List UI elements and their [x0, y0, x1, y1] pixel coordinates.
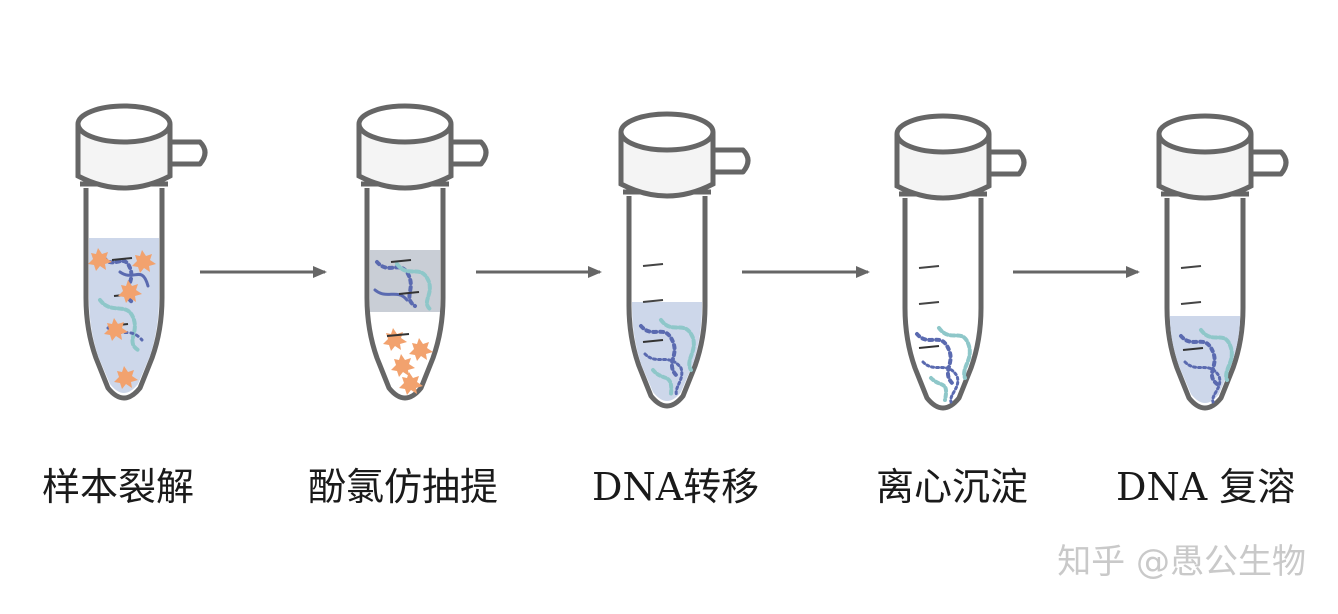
step-label-dna-redissolve: DNA 复溶	[1116, 465, 1296, 509]
cap-top	[618, 111, 716, 153]
dna-strands	[1179, 328, 1234, 404]
graduation-mark	[918, 265, 940, 269]
cap-tab	[709, 147, 751, 175]
dna-pellet	[915, 326, 972, 404]
tube-body	[902, 198, 984, 411]
tube-sample-lysis	[75, 103, 208, 401]
organic-phase-debris	[383, 328, 433, 395]
graduation-mark	[1180, 265, 1202, 269]
graduation-mark	[1180, 301, 1202, 305]
tube-phenol-chloroform	[356, 103, 489, 401]
cell-debris	[88, 248, 156, 389]
cap-top	[894, 113, 992, 155]
watermark: 知乎 @愚公生物	[1057, 542, 1306, 582]
step-label-phenol-chloroform: 酚氯仿抽提	[308, 465, 499, 509]
cap-tab	[447, 139, 489, 167]
step-label-centrifuge: 离心沉淀	[876, 465, 1029, 509]
cap-tab	[1247, 149, 1289, 177]
graduation-mark	[642, 263, 664, 267]
cap-top	[356, 103, 454, 145]
graduation-mark	[918, 301, 940, 305]
dna-strands	[373, 259, 433, 312]
tube-dna-redissolve	[1156, 113, 1289, 411]
cap-tab	[166, 139, 208, 167]
cap-tab	[985, 149, 1027, 177]
tube-dna-transfer	[618, 111, 751, 409]
liquid	[89, 238, 159, 393]
cap-top	[75, 103, 173, 145]
cap-top	[1156, 113, 1254, 155]
step-label-sample-lysis: 样本裂解	[42, 465, 195, 509]
tube-centrifuge-precipitation	[894, 113, 1027, 411]
dna-strands	[639, 318, 696, 398]
step-label-dna-transfer: DNA转移	[592, 465, 760, 509]
graduation-mark	[642, 299, 664, 303]
